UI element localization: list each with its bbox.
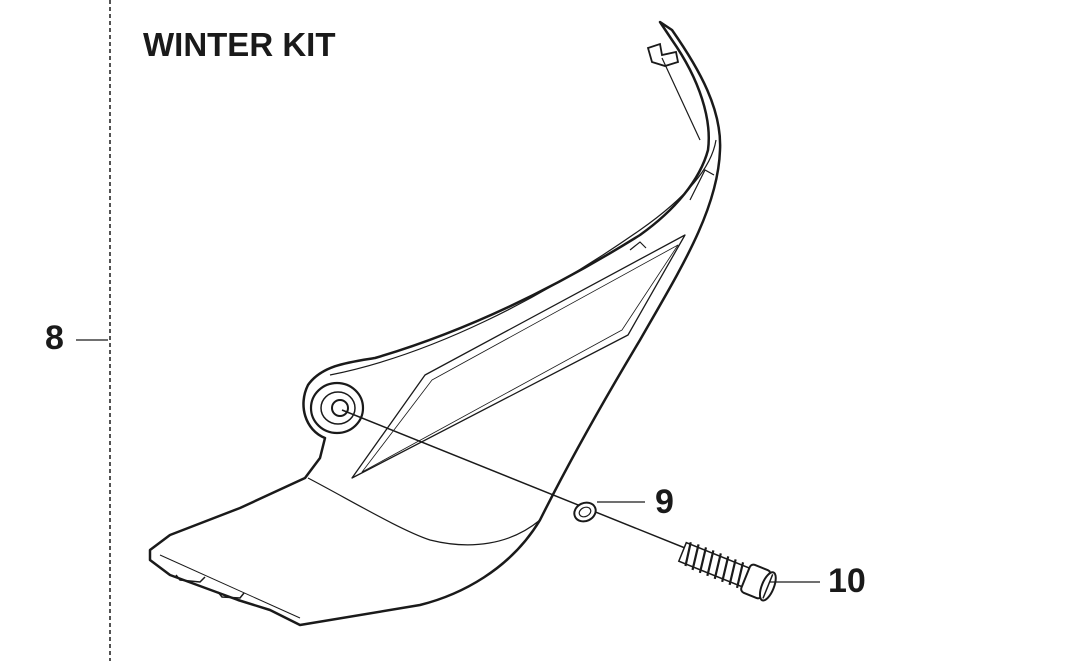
side-rib	[689, 169, 715, 201]
top-edge-line	[661, 57, 701, 141]
recessed-window	[351, 234, 686, 479]
washer-hole	[578, 506, 592, 518]
bottom-clip-right	[217, 591, 245, 599]
callout-9: 9	[655, 483, 674, 521]
top-clip-tab	[646, 42, 680, 67]
assembly-axis-line	[341, 409, 691, 551]
middle-rib	[629, 241, 647, 251]
lower-fold-line	[307, 477, 541, 546]
screw	[677, 541, 777, 602]
winter-cover-panel	[148, 20, 722, 627]
mounting-hole	[331, 399, 349, 417]
callout-8: 8	[45, 319, 64, 357]
recessed-window-inner	[361, 244, 679, 473]
diagram-title: WINTER KIT	[143, 26, 336, 63]
lower-edge-line	[159, 554, 301, 619]
callout-10: 10	[828, 562, 866, 600]
upper-ridge-line	[329, 139, 717, 376]
bottom-clip-left	[175, 574, 206, 583]
